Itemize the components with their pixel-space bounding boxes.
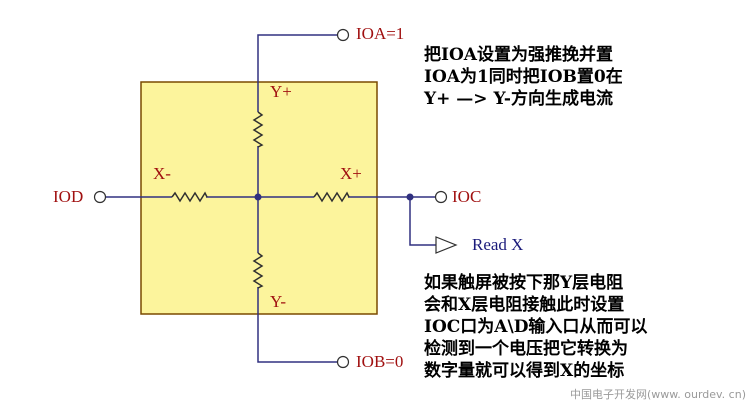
x-minus-label: X- [153, 164, 171, 183]
read-arrow-icon [435, 236, 458, 254]
note-top: 把IOA设置为强推挽并置 IOA为1同时把IOB置0在 Y+ —> Y-方向生成… [424, 44, 623, 110]
note-top-line: IOA为1同时把IOB置0在 [424, 67, 623, 87]
x-minus-resistor [171, 191, 208, 203]
iod-terminal [93, 190, 107, 204]
center-junction [254, 193, 262, 201]
y-plus-label: Y+ [270, 82, 292, 101]
note-bottom: 如果触屏被按下那Y层电阻 会和X层电阻接触此时设置 IOC口为A\D输入口从而可… [424, 272, 647, 382]
watermark: 中国电子开发网(www. ourdev. cn) [569, 388, 746, 401]
ioa-terminal [336, 28, 350, 42]
note-top-line: 把IOA设置为强推挽并置 [424, 45, 613, 65]
note-bottom-line: 如果触屏被按下那Y层电阻 [424, 273, 624, 293]
read-x-label: Read X [472, 235, 524, 254]
note-bottom-line: 检测到一个电压把它转换为 [424, 339, 628, 359]
y-minus-resistor [252, 252, 264, 289]
ioc-terminal [434, 190, 448, 204]
iob-terminal [336, 355, 350, 369]
iod-label: IOD [53, 187, 84, 206]
note-bottom-line: 数字量就可以得到X的坐标 [424, 361, 625, 381]
x-plus-resistor [313, 191, 350, 203]
y-plus-resistor [252, 111, 264, 148]
y-minus-label: Y- [270, 292, 287, 311]
note-top-line: Y+ —> Y-方向生成电流 [424, 89, 613, 109]
iob-label: IOB=0 [356, 352, 404, 371]
note-bottom-line: IOC口为A\D输入口从而可以 [424, 317, 648, 337]
ioa-label: IOA=1 [356, 24, 405, 43]
ioc-label: IOC [452, 187, 482, 206]
note-bottom-line: 会和X层电阻接触此时设置 [424, 295, 625, 315]
x-plus-label: X+ [340, 164, 362, 183]
read-wire [409, 197, 436, 246]
iob-wire [257, 197, 337, 363]
